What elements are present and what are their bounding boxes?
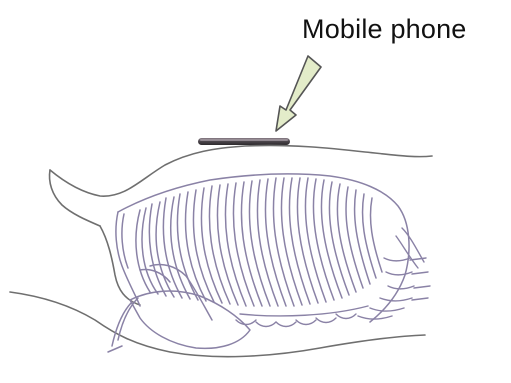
ribcage	[118, 174, 409, 322]
pointer-arrow	[276, 56, 321, 131]
mobile-phone-device	[198, 138, 290, 145]
